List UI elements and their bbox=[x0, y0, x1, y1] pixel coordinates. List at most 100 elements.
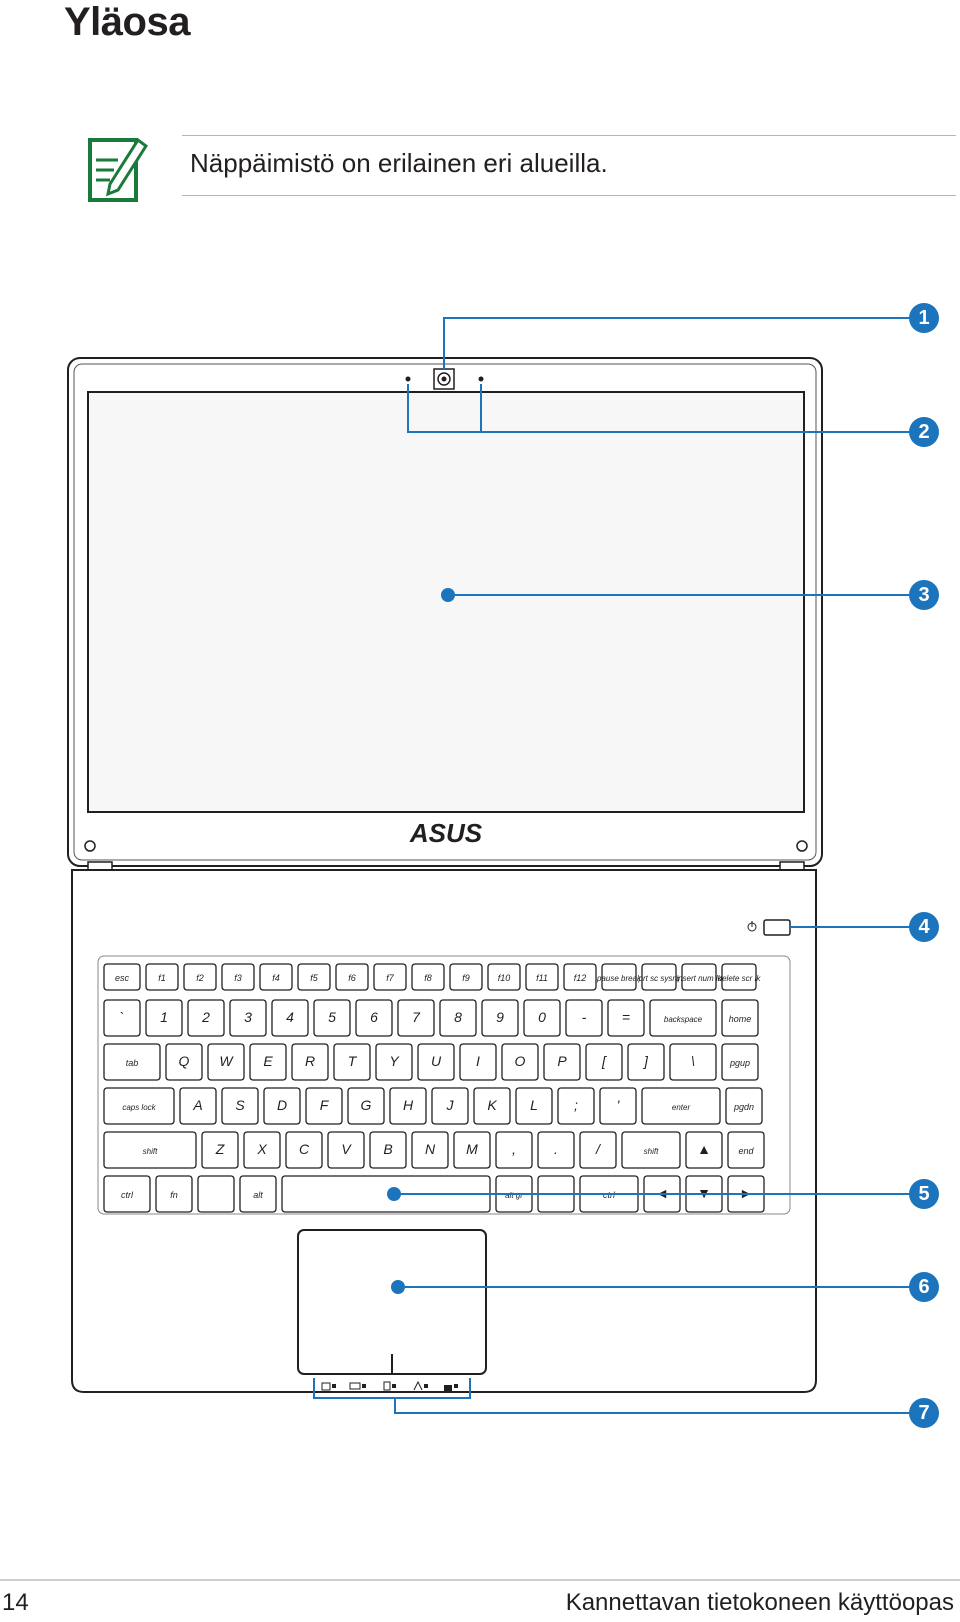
key-shift[interactable]: shift bbox=[621, 1131, 681, 1169]
key-symbol[interactable]: ; bbox=[557, 1087, 595, 1125]
key-pgup[interactable]: pgup bbox=[721, 1043, 759, 1081]
key-symbol[interactable]: = bbox=[607, 999, 645, 1037]
key-v[interactable]: V bbox=[327, 1131, 365, 1169]
key-label: ctrl bbox=[121, 1190, 134, 1200]
key-symbol[interactable]: . bbox=[537, 1131, 575, 1169]
key-label: alt bbox=[253, 1190, 263, 1200]
key-caps-lock[interactable]: caps lock bbox=[103, 1087, 175, 1125]
key-y[interactable]: Y bbox=[375, 1043, 413, 1081]
key-u[interactable]: U bbox=[417, 1043, 455, 1081]
key-l[interactable]: L bbox=[515, 1087, 553, 1125]
callout-7: 7 bbox=[909, 1398, 939, 1428]
key-e[interactable]: E bbox=[249, 1043, 287, 1081]
key-g[interactable]: G bbox=[347, 1087, 385, 1125]
key-label: [ bbox=[601, 1053, 608, 1069]
key-delete-scr-lk[interactable]: delete scr lk bbox=[718, 963, 762, 991]
key-symbol[interactable]: - bbox=[565, 999, 603, 1037]
key-label: / bbox=[595, 1141, 602, 1157]
key-pause-break[interactable]: pause break bbox=[596, 963, 642, 991]
callout-2: 2 bbox=[909, 417, 939, 447]
key-symbol[interactable]: \ bbox=[669, 1043, 717, 1081]
key-ctrl[interactable]: ctrl bbox=[103, 1175, 151, 1213]
key-symbol[interactable]: , bbox=[495, 1131, 533, 1169]
key-backspace[interactable]: backspace bbox=[649, 999, 717, 1037]
key-f6[interactable]: f6 bbox=[335, 963, 369, 991]
key-f9[interactable]: f9 bbox=[449, 963, 483, 991]
key-f12[interactable]: f12 bbox=[563, 963, 597, 991]
key-4[interactable]: 4 bbox=[271, 999, 309, 1037]
key-o[interactable]: O bbox=[501, 1043, 539, 1081]
key-f5[interactable]: f5 bbox=[297, 963, 331, 991]
key-label: insert num lk bbox=[676, 974, 722, 983]
key-blank[interactable] bbox=[197, 1175, 235, 1213]
key-k[interactable]: K bbox=[473, 1087, 511, 1125]
key-symbol[interactable]: ' bbox=[599, 1087, 637, 1125]
callout-5: 5 bbox=[909, 1179, 939, 1209]
key-symbol[interactable]: ] bbox=[627, 1043, 665, 1081]
key-label: f8 bbox=[424, 973, 432, 983]
key-2[interactable]: 2 bbox=[187, 999, 225, 1037]
key-label: L bbox=[530, 1097, 538, 1113]
key-8[interactable]: 8 bbox=[439, 999, 477, 1037]
key-f1[interactable]: f1 bbox=[145, 963, 179, 991]
key-t[interactable]: T bbox=[333, 1043, 371, 1081]
key-h[interactable]: H bbox=[389, 1087, 427, 1125]
key-1[interactable]: 1 bbox=[145, 999, 183, 1037]
key-label: A bbox=[192, 1097, 202, 1113]
key-z[interactable]: Z bbox=[201, 1131, 239, 1169]
key-x[interactable]: X bbox=[243, 1131, 281, 1169]
key-f4[interactable]: f4 bbox=[259, 963, 293, 991]
key-f8[interactable]: f8 bbox=[411, 963, 445, 991]
key-pgdn[interactable]: pgdn bbox=[725, 1087, 763, 1125]
key-enter[interactable]: enter bbox=[641, 1087, 721, 1125]
key-label: backspace bbox=[664, 1015, 703, 1024]
key-n[interactable]: N bbox=[411, 1131, 449, 1169]
key-fn[interactable]: fn bbox=[155, 1175, 193, 1213]
key-7[interactable]: 7 bbox=[397, 999, 435, 1037]
key-prt-sc-sysrq[interactable]: prt sc sysrq bbox=[638, 963, 680, 991]
key-f3[interactable]: f3 bbox=[221, 963, 255, 991]
key-i[interactable]: I bbox=[459, 1043, 497, 1081]
key-label: 8 bbox=[454, 1009, 462, 1025]
key-5[interactable]: 5 bbox=[313, 999, 351, 1037]
key-6[interactable]: 6 bbox=[355, 999, 393, 1037]
key-f[interactable]: F bbox=[305, 1087, 343, 1125]
key-symbol[interactable]: [ bbox=[585, 1043, 623, 1081]
key-f10[interactable]: f10 bbox=[487, 963, 521, 991]
key-0[interactable]: 0 bbox=[523, 999, 561, 1037]
key-b[interactable]: B bbox=[369, 1131, 407, 1169]
key-symbol[interactable]: ` bbox=[103, 999, 141, 1037]
key-symbol[interactable]: ▲ bbox=[685, 1131, 723, 1169]
callout-lines bbox=[313, 317, 910, 1414]
key-home[interactable]: home bbox=[721, 999, 759, 1037]
key-p[interactable]: P bbox=[543, 1043, 581, 1081]
key-symbol[interactable]: / bbox=[579, 1131, 617, 1169]
touchpad[interactable] bbox=[297, 1229, 487, 1375]
key-w[interactable]: W bbox=[207, 1043, 245, 1081]
key-end[interactable]: end bbox=[727, 1131, 765, 1169]
key-shift[interactable]: shift bbox=[103, 1131, 197, 1169]
key-q[interactable]: Q bbox=[165, 1043, 203, 1081]
microphone-right-icon bbox=[478, 376, 484, 382]
key-f7[interactable]: f7 bbox=[373, 963, 407, 991]
key-s[interactable]: S bbox=[221, 1087, 259, 1125]
key-esc[interactable]: esc bbox=[103, 963, 141, 991]
key-m[interactable]: M bbox=[453, 1131, 491, 1169]
key-label: N bbox=[425, 1141, 436, 1157]
key-f11[interactable]: f11 bbox=[525, 963, 559, 991]
key-label: f6 bbox=[348, 973, 356, 983]
key-c[interactable]: C bbox=[285, 1131, 323, 1169]
key-a[interactable]: A bbox=[179, 1087, 217, 1125]
key-d[interactable]: D bbox=[263, 1087, 301, 1125]
page-number: 14 bbox=[2, 1589, 29, 1616]
key-alt[interactable]: alt bbox=[239, 1175, 277, 1213]
key-r[interactable]: R bbox=[291, 1043, 329, 1081]
key-f2[interactable]: f2 bbox=[183, 963, 217, 991]
key-label: M bbox=[466, 1141, 478, 1157]
key-3[interactable]: 3 bbox=[229, 999, 267, 1037]
key-j[interactable]: J bbox=[431, 1087, 469, 1125]
key-9[interactable]: 9 bbox=[481, 999, 519, 1037]
key-tab[interactable]: tab bbox=[103, 1043, 161, 1081]
key-label: pgup bbox=[729, 1058, 750, 1068]
key-insert-num-lk[interactable]: insert num lk bbox=[676, 963, 723, 991]
